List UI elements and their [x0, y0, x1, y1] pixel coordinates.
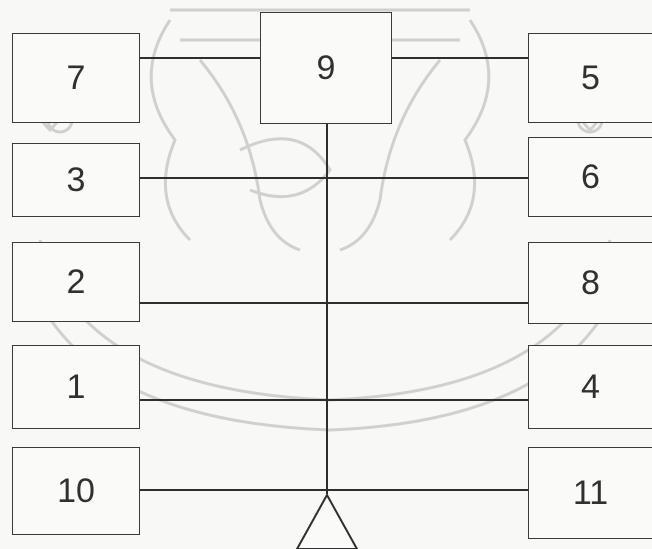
connector-1-4	[140, 399, 528, 401]
triangle-symbol	[294, 493, 360, 549]
box-8: 8	[528, 242, 652, 324]
connector-9-5	[392, 57, 528, 59]
box-4: 4	[528, 345, 652, 429]
connector-3-6	[140, 177, 528, 179]
box-6: 6	[528, 137, 652, 217]
box-2: 2	[12, 242, 140, 322]
box-3: 3	[12, 143, 140, 217]
box-10: 10	[12, 447, 140, 535]
box-11: 11	[528, 447, 652, 539]
connector-10-11	[140, 489, 528, 491]
box-1: 1	[12, 345, 140, 429]
box-9: 9	[260, 12, 392, 124]
box-5: 5	[528, 33, 652, 123]
box-7: 7	[12, 33, 140, 123]
connector-7-9	[140, 57, 260, 59]
connector-2-8	[140, 302, 528, 304]
spine-line	[326, 124, 328, 494]
